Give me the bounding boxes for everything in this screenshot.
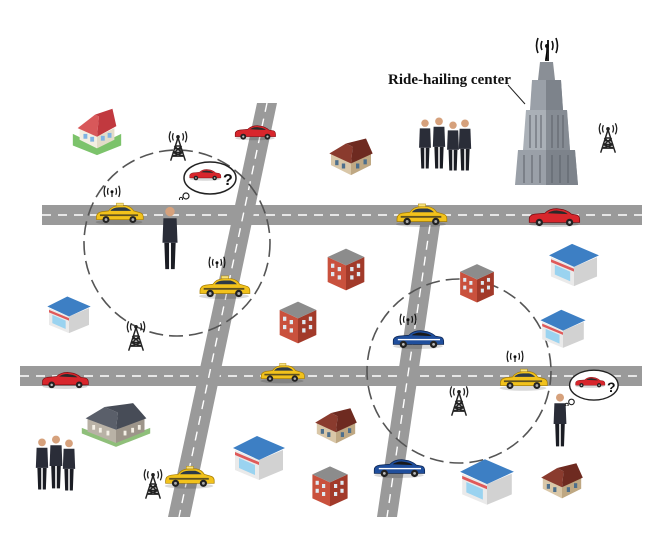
shop-icon	[233, 436, 285, 480]
coverage-circle-left	[83, 149, 271, 337]
people-group	[419, 117, 472, 171]
building-icon	[81, 403, 151, 447]
building-icon	[460, 264, 494, 303]
radio-tower-icon	[126, 320, 146, 352]
car-icon	[392, 330, 445, 349]
wireless-signal-icon	[506, 350, 524, 363]
car-icon	[373, 459, 426, 478]
roads	[20, 102, 642, 518]
ride-hailing-center-building	[507, 40, 578, 185]
house-icon	[329, 138, 373, 176]
radio-tower-icon	[449, 385, 469, 417]
coverage-circle-right	[366, 278, 552, 464]
building-icon	[549, 243, 599, 287]
wireless-signal-icon	[103, 185, 121, 198]
taxi-icon	[164, 465, 215, 489]
center-label: Ride-hailing center	[388, 72, 511, 88]
building-icon	[312, 466, 348, 507]
taxi-icon	[198, 275, 251, 299]
svg-text:?: ?	[223, 172, 233, 189]
radio-tower-icon	[143, 468, 163, 500]
people-group	[35, 435, 76, 491]
radio-tower-icon	[168, 130, 188, 162]
house-icon	[72, 108, 122, 156]
svg-text:?: ?	[607, 379, 616, 395]
thought-bubble: ?	[178, 161, 237, 200]
house-icon	[541, 463, 583, 499]
radio-tower-icon	[598, 122, 618, 154]
building-icon	[279, 301, 317, 344]
shop-icon	[460, 459, 514, 505]
person-icon	[553, 393, 567, 447]
shop-icon	[47, 296, 91, 334]
building-icon	[327, 248, 365, 291]
thought-bubble: ?	[564, 369, 619, 406]
shop-icon	[540, 309, 586, 348]
road-upper	[42, 205, 642, 225]
house-icon	[315, 408, 357, 444]
